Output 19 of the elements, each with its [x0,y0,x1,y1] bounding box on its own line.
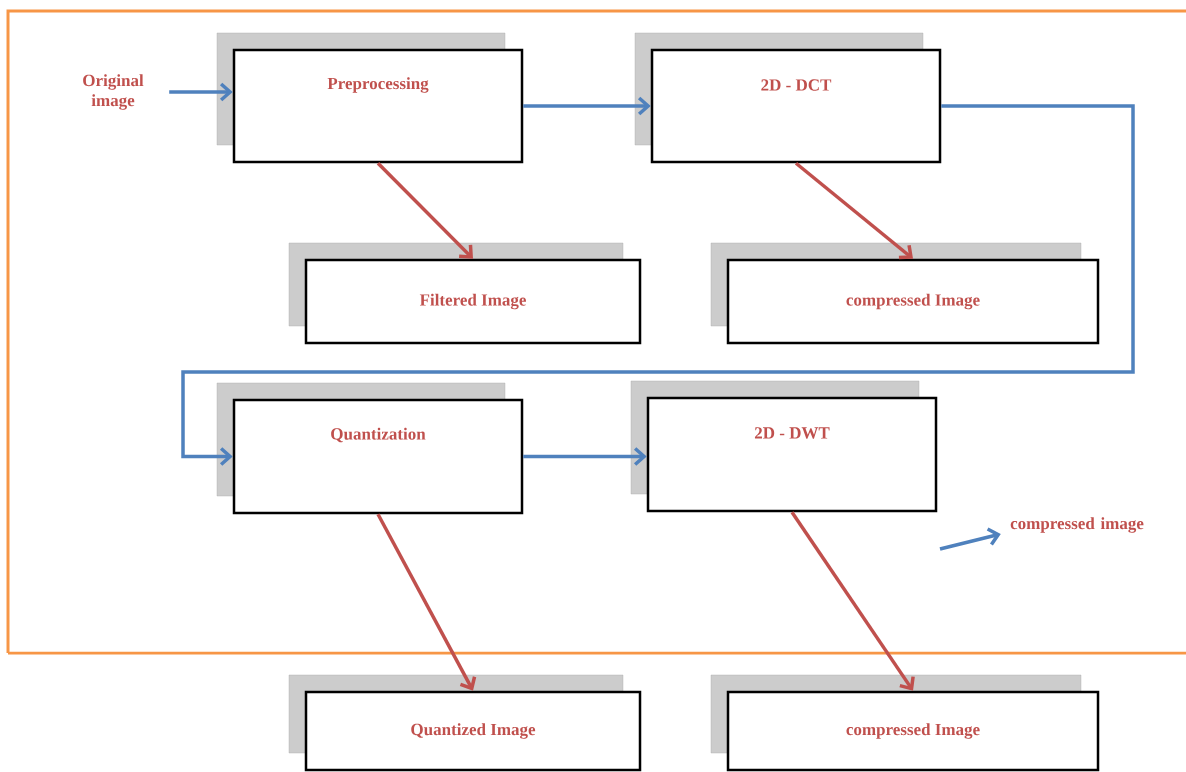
arrow [790,511,915,691]
arrow [523,96,651,116]
arrow [939,527,1001,551]
arrow [169,82,233,102]
text-label: Original image [83,74,144,110]
process-box: Quantized Image [288,674,642,772]
process-box: Preprocessing [216,32,524,164]
arrow [794,161,913,260]
process-box: compressed Image [710,674,1100,772]
process-box: compressed Image [710,242,1100,345]
arrow [376,513,477,691]
process-box: Filtered Image [288,242,642,345]
process-box: 2D - DWT [630,380,938,513]
text-label: compressed image [1010,517,1144,533]
process-box: 2D - DCT [634,32,942,164]
arrow [523,447,647,466]
arrow [181,104,1135,466]
process-box: Quantization [216,382,524,515]
arrow [376,162,473,259]
